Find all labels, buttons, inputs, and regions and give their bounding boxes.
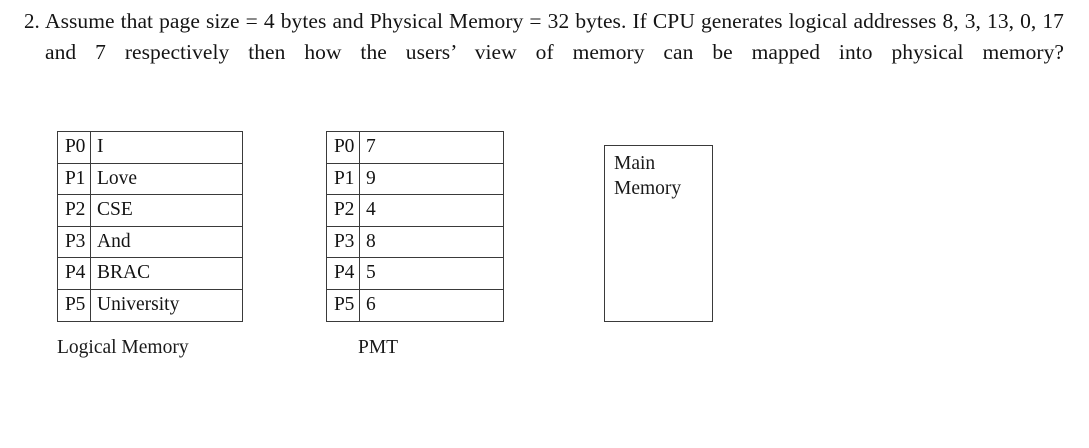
pmt-frame-1: 9: [359, 162, 504, 196]
pmt-page-1: P1: [326, 162, 360, 196]
logical-memory-value-2: CSE: [90, 194, 243, 227]
logical-memory-page-4: P4: [57, 257, 91, 290]
pmt-page-3: P3: [326, 225, 360, 259]
table-row: P0 7: [326, 131, 504, 164]
logical-memory-value-5: University: [90, 288, 243, 322]
question-text: Assume that page size = 4 bytes and Phys…: [45, 9, 1064, 64]
table-row: P2 4: [326, 194, 504, 227]
table-row: P5 University: [57, 288, 243, 322]
logical-memory-value-4: BRAC: [90, 257, 243, 290]
table-row: P1 Love: [57, 162, 243, 196]
logical-memory-caption: Logical Memory: [57, 337, 189, 358]
table-row: P3 And: [57, 225, 243, 259]
pmt-page-4: P4: [326, 257, 360, 290]
pmt-page-2: P2: [326, 194, 360, 227]
page-map-table: P0 7 P1 9 P2 4 P3 8 P4 5 P5 6: [326, 131, 504, 322]
question-block: 2. Assume that page size = 4 bytes and P…: [24, 6, 1064, 99]
pmt-frame-4: 5: [359, 257, 504, 290]
table-row: P1 9: [326, 162, 504, 196]
logical-memory-page-0: P0: [57, 131, 91, 164]
pmt-page-5: P5: [326, 288, 360, 322]
pmt-frame-2: 4: [359, 194, 504, 227]
pmt-frame-0: 7: [359, 131, 504, 164]
logical-memory-page-3: P3: [57, 225, 91, 259]
main-memory-label: Main Memory: [614, 153, 682, 199]
table-row: P0 I: [57, 131, 243, 164]
logical-memory-value-1: Love: [90, 162, 243, 196]
logical-memory-page-2: P2: [57, 194, 91, 227]
pmt-frame-5: 6: [359, 288, 504, 322]
logical-memory-page-1: P1: [57, 162, 91, 196]
table-row: P4 BRAC: [57, 257, 243, 290]
pmt-page-0: P0: [326, 131, 360, 164]
logical-memory-value-3: And: [90, 225, 243, 259]
table-row: P3 8: [326, 225, 504, 259]
logical-memory-page-5: P5: [57, 288, 91, 322]
pmt-frame-3: 8: [359, 225, 504, 259]
table-row: P5 6: [326, 288, 504, 322]
table-row: P4 5: [326, 257, 504, 290]
question-number: 2.: [24, 9, 40, 33]
pmt-caption: PMT: [358, 337, 399, 358]
main-memory-box: Main Memory: [604, 145, 713, 322]
table-row: P2 CSE: [57, 194, 243, 227]
logical-memory-table: P0 I P1 Love P2 CSE P3 And P4 BRAC P5 Un…: [57, 131, 243, 322]
logical-memory-value-0: I: [90, 131, 243, 164]
